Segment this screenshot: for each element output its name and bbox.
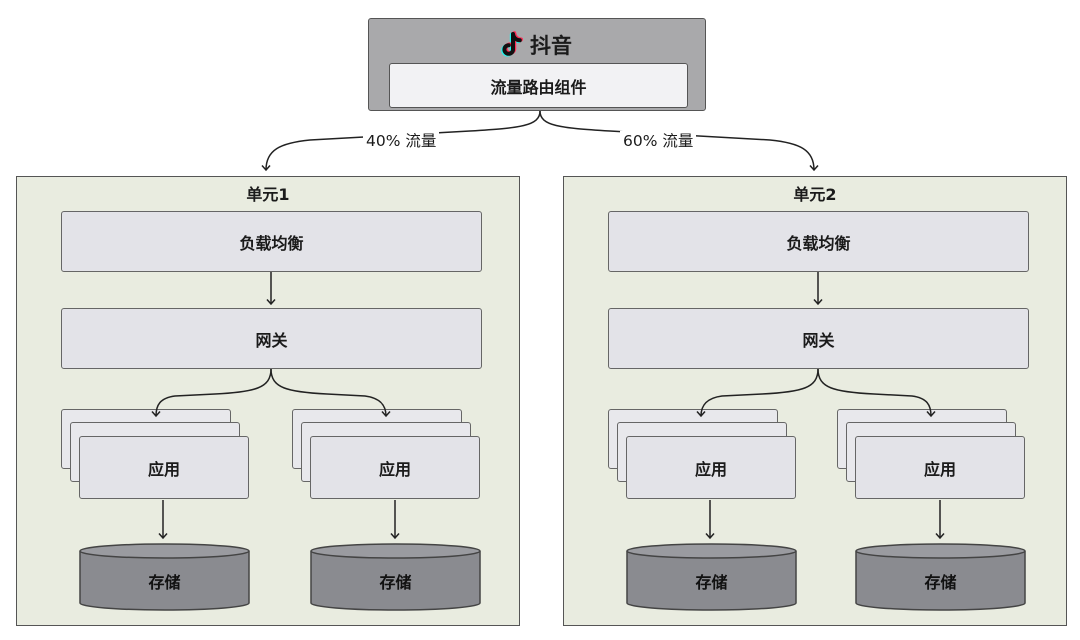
brand-name: 抖音 bbox=[530, 34, 572, 58]
app-label: 应用 bbox=[694, 459, 727, 479]
load-balancer-label: 负载均衡 bbox=[239, 233, 304, 253]
unit-2-title: 单元2 bbox=[793, 185, 837, 204]
database-icon bbox=[626, 543, 797, 611]
unit-1-title: 单元1 bbox=[246, 185, 290, 204]
storage-label: 存储 bbox=[148, 573, 181, 592]
storage-label: 存储 bbox=[924, 573, 957, 592]
gateway-to-app-left-arrow bbox=[151, 368, 272, 418]
unit-2-container: 单元2 负载均衡 网关 应用 应用 存储 存储 bbox=[563, 176, 1067, 626]
split-arrow-left bbox=[261, 110, 541, 172]
traffic-left-label: 40% 流量 bbox=[363, 131, 440, 151]
unit-2-storage-right: 存储 bbox=[855, 543, 1026, 611]
storage-label: 存储 bbox=[379, 573, 412, 592]
load-balancer-label: 负载均衡 bbox=[786, 233, 851, 253]
database-icon bbox=[310, 543, 481, 611]
unit-2-app-left: 应用 bbox=[626, 436, 796, 499]
database-icon bbox=[855, 543, 1026, 611]
traffic-router-box: 流量路由组件 bbox=[389, 63, 688, 108]
unit-1-storage-right: 存储 bbox=[310, 543, 481, 611]
tiktok-logo-icon bbox=[501, 31, 524, 58]
gateway-to-app-right-arrow bbox=[270, 368, 391, 418]
gateway-label: 网关 bbox=[255, 330, 288, 350]
split-arrow-right bbox=[539, 110, 819, 172]
unit-2-storage-left: 存储 bbox=[626, 543, 797, 611]
unit-1-container: 单元1 负载均衡 网关 应用 应用 存储 存储 bbox=[16, 176, 520, 626]
database-icon bbox=[79, 543, 250, 611]
unit-2-gateway: 网关 bbox=[608, 308, 1029, 369]
app-label: 应用 bbox=[923, 459, 956, 479]
brand: 抖音 bbox=[368, 28, 706, 62]
app-label: 应用 bbox=[147, 459, 180, 479]
unit-1-app-left: 应用 bbox=[79, 436, 249, 499]
app-label: 应用 bbox=[378, 459, 411, 479]
unit-2-app-right: 应用 bbox=[855, 436, 1025, 499]
unit-1-app-right: 应用 bbox=[310, 436, 480, 499]
gateway-to-app-right-arrow bbox=[817, 368, 936, 418]
unit-1-storage-left: 存储 bbox=[79, 543, 250, 611]
unit-1-load-balancer: 负载均衡 bbox=[61, 211, 482, 272]
storage-label: 存储 bbox=[695, 573, 728, 592]
gateway-to-app-left-arrow bbox=[696, 368, 819, 418]
unit-1-gateway: 网关 bbox=[61, 308, 482, 369]
traffic-router-label: 流量路由组件 bbox=[490, 77, 587, 97]
unit-2-load-balancer: 负载均衡 bbox=[608, 211, 1029, 272]
traffic-right-label: 60% 流量 bbox=[620, 131, 697, 151]
gateway-label: 网关 bbox=[802, 330, 835, 350]
